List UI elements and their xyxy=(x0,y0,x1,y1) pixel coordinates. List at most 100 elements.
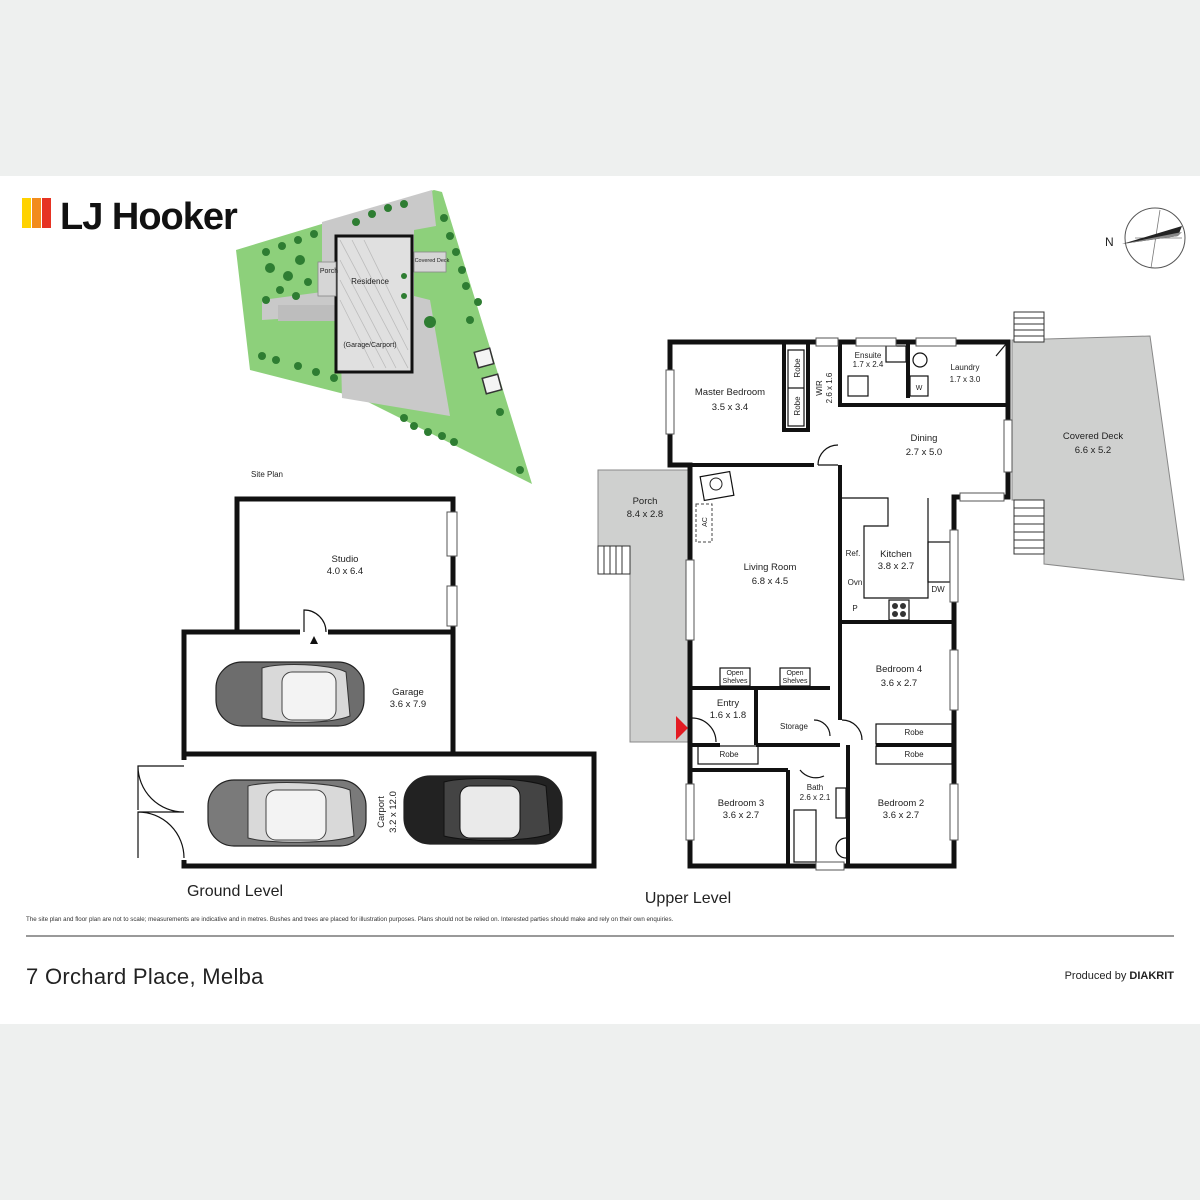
covered-deck-area xyxy=(1011,335,1185,581)
ensuite-dims: 1.7 x 2.4 xyxy=(853,360,884,369)
fireplace-icon xyxy=(699,470,735,502)
carport-car-2-icon xyxy=(403,775,563,845)
brand-name: LJ Hooker xyxy=(60,196,238,238)
living-room-name: Living Room xyxy=(744,562,797,573)
carport-dims: 3.2 x 12.0 xyxy=(388,791,399,833)
entry-dims: 1.6 x 1.8 xyxy=(710,710,746,721)
bedroom4-door xyxy=(841,719,863,741)
wir-name: WIR xyxy=(815,380,824,396)
master-door xyxy=(817,444,839,466)
entry-name: Entry xyxy=(717,698,739,709)
logo-stripe-yellow xyxy=(22,198,31,228)
site-plan-caption: Site Plan xyxy=(251,470,283,479)
carport-name: Carport xyxy=(376,796,387,828)
disclaimer: The site plan and floor plan are not to … xyxy=(26,916,674,923)
site-shed-1 xyxy=(473,347,495,369)
bedroom4-dims: 3.6 x 2.7 xyxy=(881,678,917,689)
carport-gate xyxy=(137,765,185,859)
brand-logo: LJ Hooker xyxy=(22,196,239,238)
upper-interior-walls xyxy=(690,342,1008,866)
studio-dims: 4.0 x 6.4 xyxy=(327,566,363,577)
bedroom3-name: Bedroom 3 xyxy=(718,798,764,809)
site-plan: Residence (Garage/Carport) Porch Covered… xyxy=(236,190,532,484)
logo-stripe-orange xyxy=(32,198,41,228)
produced-by-brand: DIAKRIT xyxy=(1129,970,1174,982)
porch-stairs xyxy=(597,545,631,575)
bedroom3-dims: 3.6 x 2.7 xyxy=(723,810,759,821)
dining-name: Dining xyxy=(911,433,938,444)
laundry-dims: 1.7 x 3.0 xyxy=(950,375,981,384)
bedroom2-dims: 3.6 x 2.7 xyxy=(883,810,919,821)
laundry-door xyxy=(995,343,1007,357)
produced-by-prefix: Produced by xyxy=(1065,970,1130,982)
shelves-a-line1: Open xyxy=(726,670,743,677)
site-porch xyxy=(317,261,337,297)
robe-b3-label: Robe xyxy=(719,750,739,759)
site-covered-deck xyxy=(413,251,447,273)
entry-door xyxy=(691,717,717,743)
site-path xyxy=(278,305,338,321)
robe-a-label: Robe xyxy=(793,358,802,378)
garage-dims: 3.6 x 7.9 xyxy=(390,699,426,710)
deck-stairs-bottom xyxy=(1013,499,1045,555)
ensuite-name: Ensuite xyxy=(855,351,882,360)
pantry-label: P xyxy=(852,604,857,613)
bath-name: Bath xyxy=(807,783,823,792)
fridge-label: Ref. xyxy=(846,549,861,558)
floorplan-sheet xyxy=(0,176,1200,1024)
laundry-name: Laundry xyxy=(951,363,980,372)
site-porch-label: Porch xyxy=(320,268,338,275)
upper-level-plan: Master Bedroom 3.5 x 3.4 Robe Robe WIR 2… xyxy=(597,311,1185,907)
compass-north-label: N xyxy=(1105,235,1114,249)
master-bedroom-name: Master Bedroom xyxy=(695,387,765,398)
site-shed-2 xyxy=(481,373,503,395)
studio-door xyxy=(303,609,327,633)
porch-name: Porch xyxy=(633,496,658,507)
studio-window-1 xyxy=(446,511,458,557)
washer-label: W xyxy=(916,385,923,392)
ground-level-plan: Studio 4.0 x 6.4 Garage 3.6 x 7.9 Carpor… xyxy=(137,496,597,900)
compass-icon: N xyxy=(1105,207,1186,269)
shelves-b-line2: Shelves xyxy=(783,678,808,685)
covered-deck-name: Covered Deck xyxy=(1063,431,1123,442)
kitchen-counter xyxy=(842,497,929,599)
master-bedroom-dims: 3.5 x 3.4 xyxy=(712,402,748,413)
property-address: 7 Orchard Place, Melba xyxy=(26,964,264,989)
deck-stairs-top xyxy=(1013,311,1045,343)
living-room-dims: 6.8 x 4.5 xyxy=(752,576,788,587)
wir-dims: 2.6 x 1.6 xyxy=(825,372,834,403)
robe-b2-label: Robe xyxy=(904,750,924,759)
dining-dims: 2.7 x 5.0 xyxy=(906,447,942,458)
carport-car-1-icon xyxy=(207,779,367,847)
robe-b4-label: Robe xyxy=(904,728,924,737)
robe-b-label: Robe xyxy=(793,396,802,416)
oven-label: Ovn xyxy=(848,578,863,587)
storage-label: Storage xyxy=(780,722,809,731)
site-garage-carport-label: (Garage/Carport) xyxy=(343,342,396,349)
covered-deck-dims: 6.6 x 5.2 xyxy=(1075,445,1111,456)
upper-level-title: Upper Level xyxy=(645,890,731,907)
garage-name: Garage xyxy=(392,687,424,698)
shelves-b-line1: Open xyxy=(786,670,803,677)
bath-dims: 2.6 x 2.1 xyxy=(800,793,831,802)
ac-label: AC xyxy=(702,517,709,527)
kitchen-dims: 3.8 x 2.7 xyxy=(878,561,914,572)
bedroom4-name: Bedroom 4 xyxy=(876,664,922,675)
dishwasher-label: DW xyxy=(931,585,945,594)
shelves-a-line2: Shelves xyxy=(723,678,748,685)
studio-name: Studio xyxy=(332,554,359,565)
storage-door xyxy=(813,719,831,737)
studio-window-2 xyxy=(446,585,458,627)
site-trees xyxy=(258,200,524,474)
bedroom2-name: Bedroom 2 xyxy=(878,798,924,809)
bath-door xyxy=(799,769,825,779)
produced-by: Produced by DIAKRIT xyxy=(1065,970,1175,982)
porch-dims: 8.4 x 2.8 xyxy=(627,509,663,520)
entry-marker-icon xyxy=(676,716,688,740)
logo-stripe-red xyxy=(42,198,51,228)
kitchen-name: Kitchen xyxy=(880,549,912,560)
garage-car-icon xyxy=(215,661,365,727)
ground-level-title: Ground Level xyxy=(187,883,283,900)
site-covered-deck-label: Covered Deck xyxy=(415,258,450,264)
